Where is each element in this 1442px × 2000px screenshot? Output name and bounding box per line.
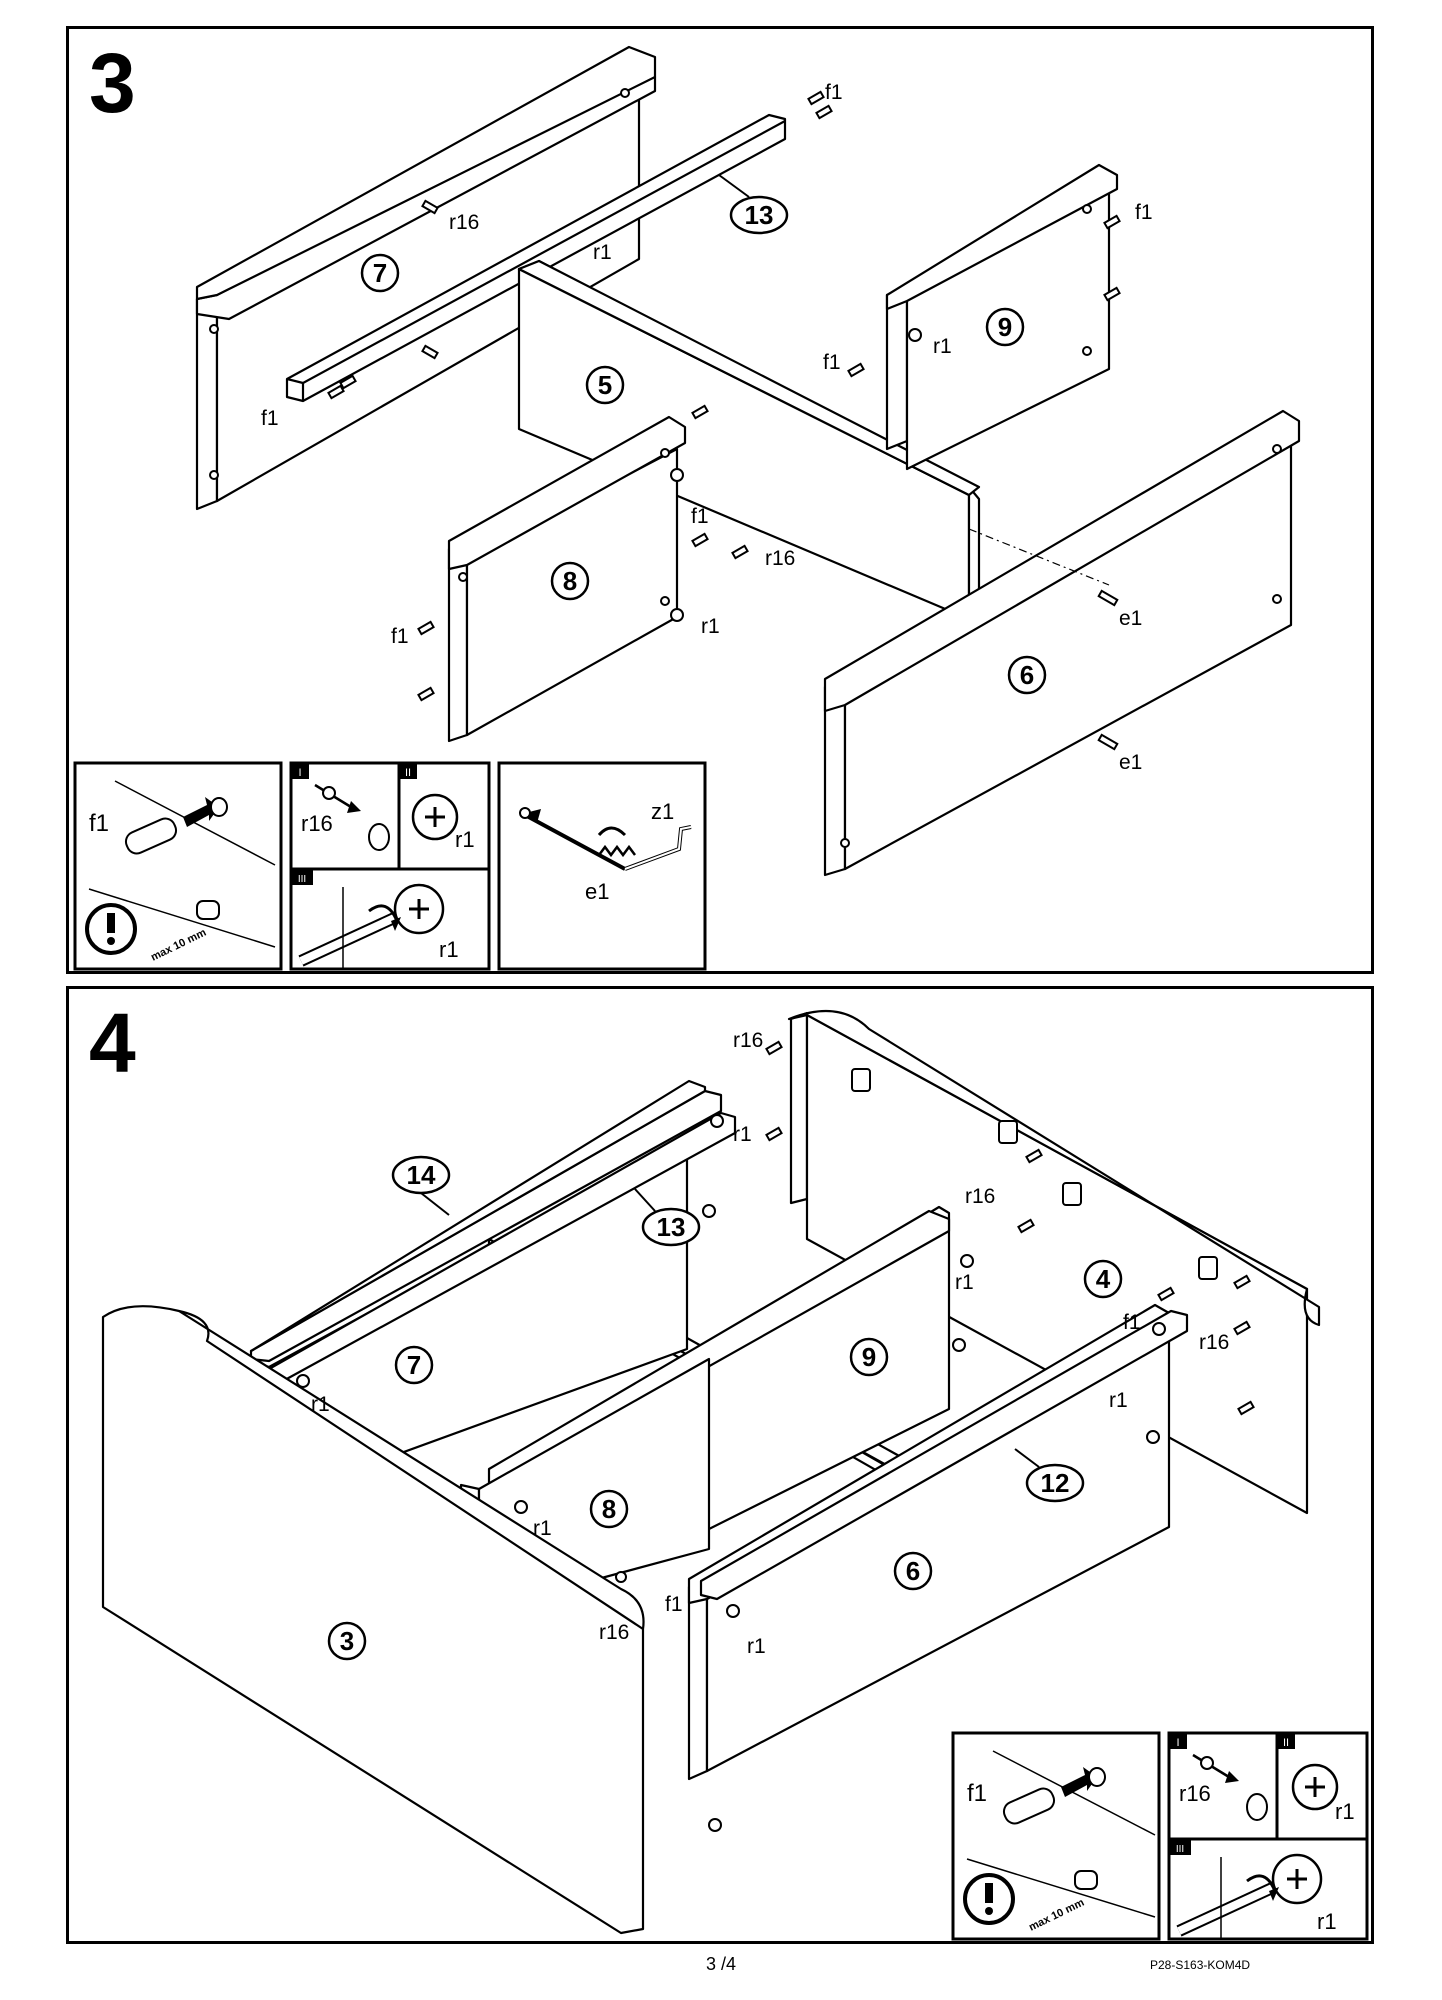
inset-cam-steps: I II III r16 r1 r1 <box>289 761 491 971</box>
fitting-label-f1: f1 <box>1123 1311 1141 1334</box>
fitting-label-f1: f1 <box>823 351 841 374</box>
fitting-label-f1: f1 <box>665 1593 683 1616</box>
svg-text:III: III <box>298 874 306 885</box>
document-code: P28-S163-KOM4D <box>1150 1958 1251 1972</box>
rail-12 <box>699 1309 1189 1601</box>
part-8: 8 <box>550 561 590 601</box>
part-13-label: 13 <box>745 200 774 230</box>
part-3: 3 <box>327 1621 367 1661</box>
dowel-label: f1 <box>89 810 109 837</box>
part-9-label: 9 <box>998 312 1012 342</box>
part-8-label: 8 <box>563 566 577 596</box>
svg-text:8: 8 <box>602 1494 616 1524</box>
panel-4 <box>787 1009 1321 1515</box>
part-7-label: 7 <box>373 258 387 288</box>
part-7: 7 <box>360 253 400 293</box>
fitting-label-r1: r1 <box>733 1123 752 1146</box>
fitting-label-r1: r1 <box>701 615 720 638</box>
fitting-label-e1: e1 <box>1119 751 1142 774</box>
fitting-label-r16: r16 <box>733 1029 763 1052</box>
part-13: 13 <box>641 1207 701 1247</box>
fitting-label-f1: f1 <box>1135 201 1153 224</box>
fitting-label-r1: r1 <box>311 1393 330 1416</box>
svg-text:7: 7 <box>407 1350 421 1380</box>
step-number: 4 <box>89 996 136 1090</box>
fitting-label-e1: e1 <box>1119 607 1142 630</box>
cam-lock-label: r1 <box>1335 1799 1355 1824</box>
inset-dowel: f1 max 10 mm <box>73 761 283 971</box>
fitting-label-r16: r16 <box>965 1185 995 1208</box>
part-6: 6 <box>893 1551 933 1591</box>
fitting-label-r16: r16 <box>765 547 795 570</box>
inset-screw: z1 e1 <box>497 761 707 971</box>
fitting-label-r16: r16 <box>449 211 479 234</box>
part-12: 12 <box>1025 1463 1085 1503</box>
inset-cam-steps: I II III r16 r1 r1 <box>1167 1731 1369 1941</box>
fitting-label-r1: r1 <box>593 241 612 264</box>
fitting-label-f1: f1 <box>261 407 279 430</box>
part-14: 14 <box>391 1155 451 1195</box>
cam-lock-label: r1 <box>455 827 475 852</box>
part-9: 9 <box>849 1337 889 1377</box>
cam-lock-label-step3: r1 <box>1317 1909 1337 1934</box>
svg-text:I: I <box>1176 1737 1179 1749</box>
dowel-label: f1 <box>967 1780 987 1807</box>
svg-text:13: 13 <box>657 1212 686 1242</box>
fitting-label-r1: r1 <box>1109 1389 1128 1412</box>
cam-lock-label-step3: r1 <box>439 937 459 962</box>
fitting-label-r16: r16 <box>599 1621 629 1644</box>
svg-text:4: 4 <box>1096 1264 1111 1294</box>
part-5: 5 <box>585 365 625 405</box>
fitting-label-f1: f1 <box>825 81 843 104</box>
fitting-label-r1: r1 <box>955 1271 974 1294</box>
step-4-panel: 4 <box>66 986 1374 1944</box>
svg-text:II: II <box>405 767 411 779</box>
part-5-label: 5 <box>598 370 612 400</box>
screw-key-label: z1 <box>651 799 674 824</box>
step-4-drawing: 14 13 4 7 9 12 8 6 3 r16 r1 r16 r1 f1 r1… <box>101 1009 1369 1941</box>
part-13: 13 <box>729 195 789 235</box>
part-9: 9 <box>985 307 1025 347</box>
svg-text:14: 14 <box>407 1160 436 1190</box>
part-6: 6 <box>1007 655 1047 695</box>
fitting-label-r1: r1 <box>933 335 952 358</box>
fitting-label-r1: r1 <box>533 1517 552 1540</box>
svg-text:9: 9 <box>862 1342 876 1372</box>
svg-text:II: II <box>1283 1737 1289 1749</box>
rail-13 <box>285 113 787 403</box>
step-3-drawing: 7 13 5 9 8 6 f1 r16 r1 f1 r1 f1 f1 f1 r1… <box>73 45 1301 971</box>
fitting-label-f1: f1 <box>691 505 709 528</box>
panel-3 <box>101 1305 645 1935</box>
cam-pin-label: r16 <box>1179 1781 1211 1806</box>
cam-pin-label: r16 <box>301 811 333 836</box>
part-4: 4 <box>1083 1259 1123 1299</box>
step-number: 3 <box>89 36 136 130</box>
svg-text:3: 3 <box>340 1626 354 1656</box>
svg-text:I: I <box>298 767 301 779</box>
svg-text:III: III <box>1176 1844 1184 1855</box>
svg-text:12: 12 <box>1041 1468 1070 1498</box>
part-6-label: 6 <box>1020 660 1034 690</box>
fitting-label-r1: r1 <box>747 1635 766 1658</box>
screw-label: e1 <box>585 879 609 904</box>
svg-text:6: 6 <box>906 1556 920 1586</box>
part-7: 7 <box>394 1345 434 1385</box>
part-8: 8 <box>589 1489 629 1529</box>
fitting-label-r16: r16 <box>1199 1331 1229 1354</box>
inset-dowel: f1 max 10 mm <box>951 1731 1161 1941</box>
fitting-label-f1: f1 <box>391 625 409 648</box>
panel-6 <box>823 409 1301 877</box>
step-3-panel: 3 <box>66 26 1374 974</box>
panel-7 <box>195 45 657 511</box>
page-number: 3 /4 <box>705 1954 737 1974</box>
